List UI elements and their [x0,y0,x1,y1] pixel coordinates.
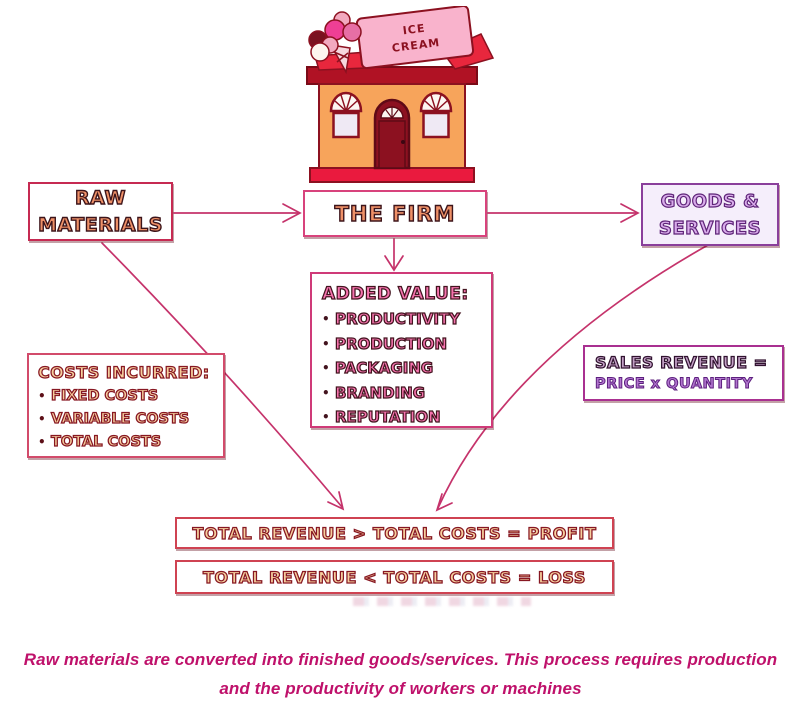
ice-cream-cone-icon [308,11,362,75]
sign-text-line1: ICE [402,22,426,38]
arrowhead-goods-to-profit [435,493,453,512]
the-firm-label: THE FIRM [334,201,456,226]
goods-services-line1: GOODS & [660,190,760,212]
ice-cream-sign: ICE CREAM [355,6,475,70]
arrowhead-firm-to-goods [620,203,640,223]
shop-window [329,91,363,139]
door-handle [401,140,405,144]
costs-incurred-item: TOTAL COSTS [38,431,189,454]
raw-materials-line2: MATERIALS [37,213,163,236]
loss-equation-label: TOTAL REVENUE < TOTAL COSTS = LOSS [202,567,586,587]
shop-door [373,98,411,170]
raw-materials-line1: RAW [74,186,126,209]
arrowhead-firm-to-added-value [384,255,404,272]
costs-incurred-item: VARIABLE COSTS [38,408,190,431]
costs-incurred-item: FIXED COSTS [38,385,189,408]
added-value-item: PRODUCTIVITY [322,307,461,332]
goods-services-box: GOODS & SERVICES [641,183,779,246]
costs-incurred-list: FIXED COSTS VARIABLE COSTS TOTAL COSTS [38,385,190,454]
ice-cream-shop-illustration: ICE CREAM [306,6,495,183]
costs-incurred-box: COSTS INCURRED: FIXED COSTS VARIABLE COS… [27,353,225,458]
costs-incurred-title: COSTS INCURRED: [37,362,210,382]
sales-revenue-line2: PRICE x QUANTITY [595,376,753,393]
sales-revenue-line1: SALES REVENUE = [594,352,768,372]
arrowhead-raw-to-firm [282,203,302,223]
sign-text-line2: CREAM [391,36,441,55]
diagram-caption: Raw materials are converted into finishe… [0,645,801,703]
loss-equation-box: TOTAL REVENUE < TOTAL COSTS = LOSS [175,560,614,594]
goods-services-line2: SERVICES [658,217,762,239]
blurred-watermark-remnant [353,597,531,606]
sales-revenue-box: SALES REVENUE = PRICE x QUANTITY [583,345,784,401]
diagram-caption-text: Raw materials are converted into finishe… [23,650,778,698]
added-value-box: ADDED VALUE: PRODUCTIVITY PRODUCTION PAC… [310,272,493,430]
added-value-title: ADDED VALUE: [321,283,469,304]
added-value-item: PRODUCTION [322,332,460,357]
the-firm-box: THE FIRM [303,190,487,237]
arrow-goods-to-profit [437,244,709,509]
added-value-item: REPUTATION [322,405,460,430]
profit-equation-box: TOTAL REVENUE > TOTAL COSTS = PROFIT [175,517,614,549]
added-value-item: PACKAGING [322,356,460,381]
added-value-list: PRODUCTIVITY PRODUCTION PACKAGING BRANDI… [322,307,461,430]
raw-materials-box: RAW MATERIALS [28,182,173,241]
profit-equation-label: TOTAL REVENUE > TOTAL COSTS = PROFIT [192,523,597,543]
arrowhead-raw-to-profit [327,491,345,511]
added-value-item: BRANDING [322,381,460,406]
